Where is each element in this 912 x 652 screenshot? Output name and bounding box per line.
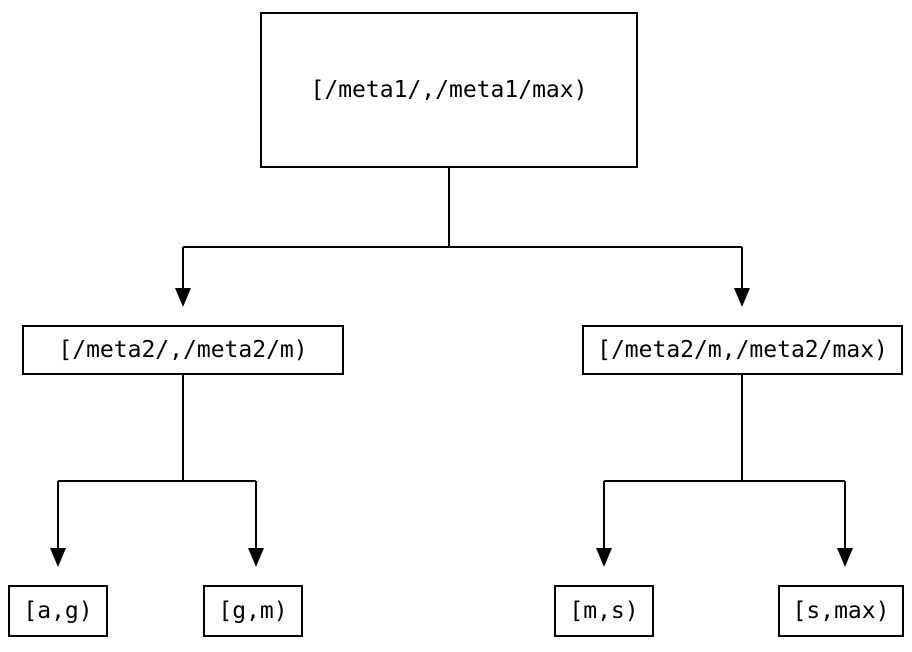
- node-leaf-smax: [s,max): [778, 585, 904, 637]
- node-leaf-ag: [a,g): [8, 585, 108, 637]
- edge-l2right-leafsmax-arrowhead-icon: [837, 548, 853, 567]
- node-leaf-ms: [m,s): [554, 585, 654, 637]
- edge-root-l2right-arrowhead-icon: [734, 288, 750, 307]
- node-leaf-ag-label: [a,g): [23, 598, 93, 624]
- node-meta2-right: [/meta2/m,/meta2/max): [582, 325, 903, 375]
- edge-root-l2left-arrowhead-icon: [175, 288, 191, 307]
- node-meta2-left-label: [/meta2/,/meta2/m): [58, 337, 308, 363]
- node-leaf-smax-label: [s,max): [792, 598, 890, 624]
- node-meta2-left: [/meta2/,/meta2/m): [22, 325, 344, 375]
- edge-l2left-leafgm-arrowhead-icon: [248, 548, 264, 567]
- edge-l2right-leafms-arrowhead-icon: [596, 548, 612, 567]
- node-root-label: [/meta1/,/meta1/max): [310, 77, 588, 103]
- node-root: [/meta1/,/meta1/max): [260, 12, 638, 168]
- node-meta2-right-label: [/meta2/m,/meta2/max): [597, 337, 888, 363]
- node-leaf-gm: [g,m): [203, 585, 303, 637]
- node-leaf-ms-label: [m,s): [569, 598, 639, 624]
- node-leaf-gm-label: [g,m): [218, 598, 288, 624]
- edge-l2left-leafag-arrowhead-icon: [50, 548, 66, 567]
